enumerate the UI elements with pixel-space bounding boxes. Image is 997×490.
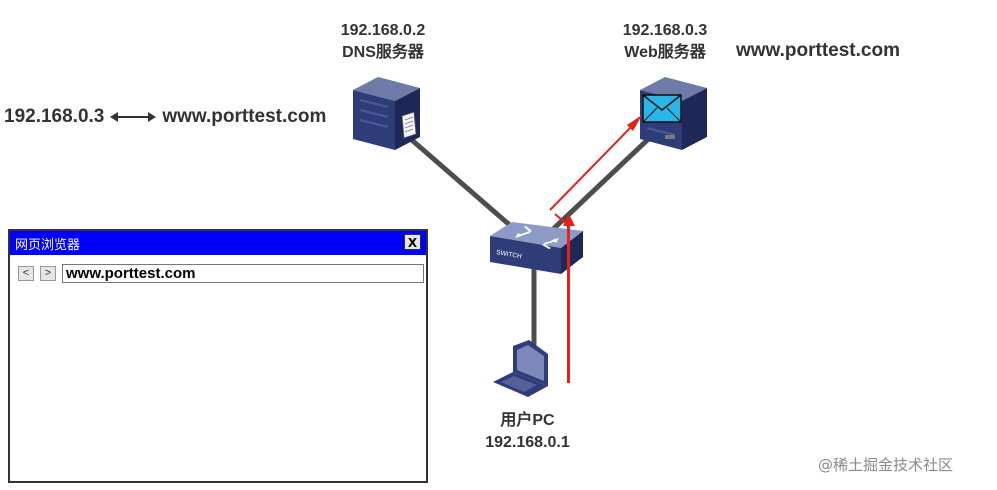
- web-server-domain: www.porttest.com: [736, 40, 900, 61]
- dns-server-icon: [353, 77, 420, 150]
- close-button[interactable]: X: [404, 234, 421, 250]
- browser-titlebar[interactable]: 网页浏览器 X: [10, 231, 426, 255]
- dns-server-ip: 192.168.0.2: [340, 22, 426, 39]
- web-server-label: 192.168.0.3 Web服务器: [600, 20, 730, 64]
- browser-title: 网页浏览器: [15, 237, 81, 253]
- web-server-ip: 192.168.0.3: [622, 22, 708, 39]
- user-pc-label: 用户PC 192.168.0.1: [470, 410, 585, 454]
- link-web-switch: [546, 126, 662, 236]
- user-pc-ip: 192.168.0.1: [485, 434, 570, 451]
- dns-server-label: 192.168.0.2 DNS服务器: [318, 20, 448, 64]
- mail-icon: [642, 94, 682, 123]
- response-arrow-icon: [554, 213, 575, 383]
- user-pc-name: 用户PC: [500, 412, 555, 429]
- address-bar[interactable]: www.porttest.com: [62, 264, 424, 283]
- request-arrow-icon: [549, 115, 642, 211]
- browser-navbar: < > www.porttest.com: [18, 264, 424, 283]
- mapping-ip: 192.168.0.3: [4, 106, 105, 127]
- double-arrow-icon: [110, 112, 157, 122]
- laptop-icon: [493, 340, 548, 397]
- link-dns-switch: [396, 126, 522, 236]
- web-server-name: Web服务器: [624, 44, 706, 61]
- mapping-domain: www.porttest.com: [162, 106, 327, 127]
- back-button[interactable]: <: [18, 266, 34, 281]
- dns-mapping: 192.168.0.3 www.porttest.com: [4, 106, 326, 128]
- browser-window: 网页浏览器 X < > www.porttest.com: [8, 229, 428, 483]
- switch-icon: SWITCH: [490, 222, 583, 274]
- watermark: @稀土掘金技术社区: [818, 456, 954, 474]
- switch-label: SWITCH: [496, 249, 523, 260]
- forward-button[interactable]: >: [40, 266, 56, 281]
- dns-server-name: DNS服务器: [342, 44, 424, 61]
